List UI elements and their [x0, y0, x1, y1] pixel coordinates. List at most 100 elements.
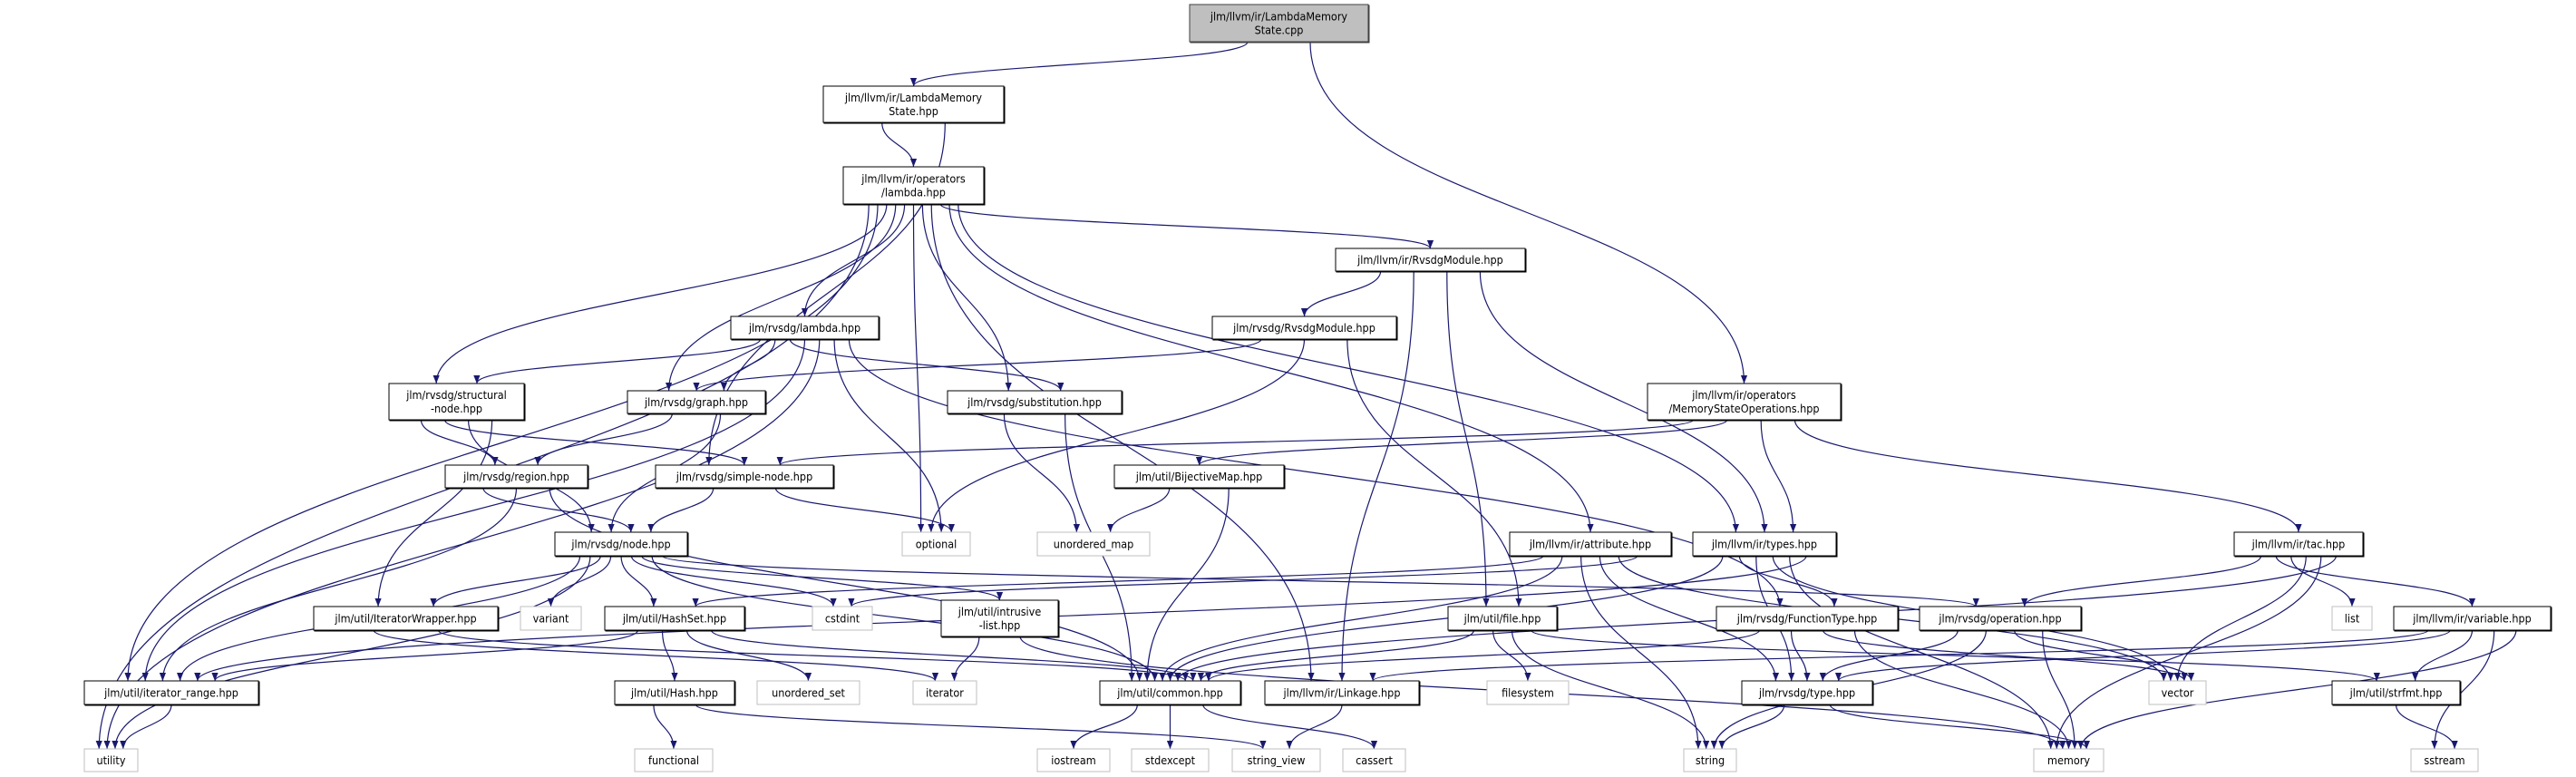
node-label: jlm/llvm/ir/operators [1691, 388, 1796, 402]
node-variant: variant [520, 606, 582, 631]
node-label: string_view [1248, 753, 1306, 767]
edge-types-to-functiontype [1738, 555, 1838, 607]
node-label: jlm/llvm/ir/LambdaMemory [844, 91, 983, 104]
node-variable[interactable]: jlm/llvm/ir/variable.hpp [2393, 606, 2552, 632]
edge-iterwrapper-to-iterator [373, 629, 938, 682]
node-region[interactable]: jlm/rvsdg/region.hpp [444, 464, 589, 490]
node-label: cassert [1356, 753, 1393, 767]
edge-oplambda-to-irrvsdgmodule [939, 203, 1434, 249]
edge-intrusive-to-iterator [950, 636, 980, 682]
node-type[interactable]: jlm/rvsdg/type.hpp [1741, 680, 1874, 706]
node-intrusive[interactable]: jlm/util/intrusive-list.hpp [940, 599, 1060, 638]
node-graph[interactable]: jlm/rvsdg/graph.hpp [627, 390, 767, 415]
node-hashset[interactable]: jlm/util/HashSet.hpp [604, 606, 746, 632]
node-label: jlm/util/HashSet.hpp [622, 612, 726, 626]
node-simplenode[interactable]: jlm/rvsdg/simple-node.hpp [655, 464, 835, 490]
node-linkage[interactable]: jlm/llvm/ir/Linkage.hpp [1264, 680, 1421, 706]
node-oplambda[interactable]: jlm/llvm/ir/operators/lambda.hpp [842, 166, 986, 206]
edge-structural-to-simplenode [443, 419, 748, 466]
node-label: jlm/rvsdg/structural [405, 388, 507, 402]
edge-root-to-lmshpp [910, 41, 1249, 87]
node-optional: optional [901, 531, 971, 557]
node-irrvsdgmodule[interactable]: jlm/llvm/ir/RvsdgModule.hpp [1335, 248, 1527, 273]
edge-file-to-common [1197, 629, 1475, 682]
node-sstream: sstream [2410, 748, 2479, 772]
edge-region-to-common [549, 487, 1143, 682]
node-label: jlm/rvsdg/substitution.hpp [967, 395, 1102, 409]
node-bijective[interactable]: jlm/util/BijectiveMap.hpp [1113, 464, 1286, 490]
edge-attribute-to-hashset [692, 555, 1544, 607]
node-stdexcept: stdexcept [1131, 748, 1210, 772]
edge-memops-to-bijective [1196, 419, 1728, 466]
node-substitution[interactable]: jlm/rvsdg/substitution.hpp [947, 390, 1123, 415]
edge-iterrange-to-utility [120, 704, 172, 750]
node-iterrange[interactable]: jlm/util/iterator_range.hpp [83, 680, 260, 706]
node-label: vector [2162, 686, 2194, 700]
edge-variable-to-strfmt [2412, 629, 2474, 682]
edge-variable-to-type [1835, 629, 2451, 682]
node-node[interactable]: jlm/rvsdg/node.hpp [554, 531, 689, 558]
edge-region-to-node [482, 487, 635, 533]
node-structural[interactable]: jlm/rvsdg/structural-node.hpp [388, 383, 526, 422]
node-utility: utility [83, 748, 139, 772]
node-label: jlm/util/BijectiveMap.hpp [1135, 470, 1262, 483]
node-label: jlm/util/Hash.hpp [630, 686, 718, 700]
node-functiontype[interactable]: jlm/rvsdg/FunctionType.hpp [1716, 606, 1900, 632]
edge-rvsdglambda-to-structural [473, 338, 762, 384]
node-rvsdgmodule[interactable]: jlm/rvsdg/RvsdgModule.hpp [1211, 316, 1398, 341]
edge-oplambda-to-graph [666, 203, 897, 392]
node-common[interactable]: jlm/util/common.hpp [1099, 680, 1242, 706]
node-operation[interactable]: jlm/rvsdg/operation.hpp [1919, 606, 2083, 632]
edge-irrvsdgmodule-to-linkage [1338, 270, 1414, 682]
edge-hashset-to-hash [661, 629, 678, 682]
node-string: string [1683, 748, 1737, 772]
node-iterwrapper[interactable]: jlm/util/IteratorWrapper.hpp [313, 606, 500, 632]
node-label: iterator [926, 686, 964, 700]
node-types[interactable]: jlm/llvm/ir/types.hpp [1692, 531, 1838, 558]
edge-irrvsdgmodule-to-rvsdgmodule [1300, 270, 1382, 317]
node-label: -list.hpp [979, 618, 1021, 632]
edge-tac-to-vector [2173, 555, 2307, 682]
node-list: list [2331, 606, 2373, 631]
edge-operation-to-vector [2013, 629, 2195, 682]
edge-file-to-filesystem [1492, 629, 1531, 682]
edge-oplambda-to-linkage [930, 203, 1315, 682]
edge-node-to-intrusive [641, 555, 1003, 601]
edge-rvsdglambda-to-substitution [789, 338, 1064, 392]
edge-file-to-strfmt [1530, 629, 2380, 682]
node-memops[interactable]: jlm/llvm/ir/operators/MemoryStateOperati… [1647, 383, 1842, 422]
edge-oplambda-to-attribute [948, 203, 1594, 533]
node-file[interactable]: jlm/util/file.hpp [1447, 606, 1559, 632]
edge-variable-to-memory [2077, 629, 2517, 750]
node-label: jlm/util/strfmt.hpp [2349, 686, 2443, 700]
node-label: cstdint [825, 612, 860, 626]
edge-attribute-to-common [1159, 555, 1563, 682]
edge-tac-to-variable [2275, 555, 2476, 607]
edge-common-to-cassert [1202, 704, 1378, 750]
edge-substitution-to-unordered_map [1003, 413, 1080, 533]
edge-functiontype-to-vector [1822, 629, 2188, 682]
node-label: /lambda.hpp [881, 186, 946, 199]
edge-structural-to-region [420, 419, 499, 466]
node-hash[interactable]: jlm/util/Hash.hpp [614, 680, 736, 706]
edge-hashset-to-common [710, 629, 1197, 682]
edge-functiontype-to-memory [1853, 629, 2073, 750]
edge-tac-to-operation [2021, 555, 2262, 607]
edge-oplambda-to-types [957, 203, 1739, 533]
edge-region-to-iterrange [159, 487, 518, 682]
node-attribute[interactable]: jlm/llvm/ir/attribute.hpp [1509, 531, 1673, 558]
edge-rvsdgmodule-to-optional [928, 338, 1306, 533]
edge-memops-to-simplenode [776, 419, 1695, 466]
node-strfmt[interactable]: jlm/util/strfmt.hpp [2331, 680, 2462, 706]
node-label: jlm/util/file.hpp [1463, 612, 1541, 626]
node-label: jlm/llvm/ir/Linkage.hpp [1283, 686, 1401, 700]
node-label: jlm/rvsdg/node.hpp [570, 538, 670, 551]
edge-root-to-memops [1309, 41, 1748, 384]
node-rvsdglambda[interactable]: jlm/rvsdg/lambda.hpp [730, 316, 880, 341]
node-tac[interactable]: jlm/llvm/ir/tac.hpp [2233, 531, 2365, 558]
node-label: list [2345, 612, 2360, 626]
edge-tac-to-list [2290, 555, 2356, 607]
